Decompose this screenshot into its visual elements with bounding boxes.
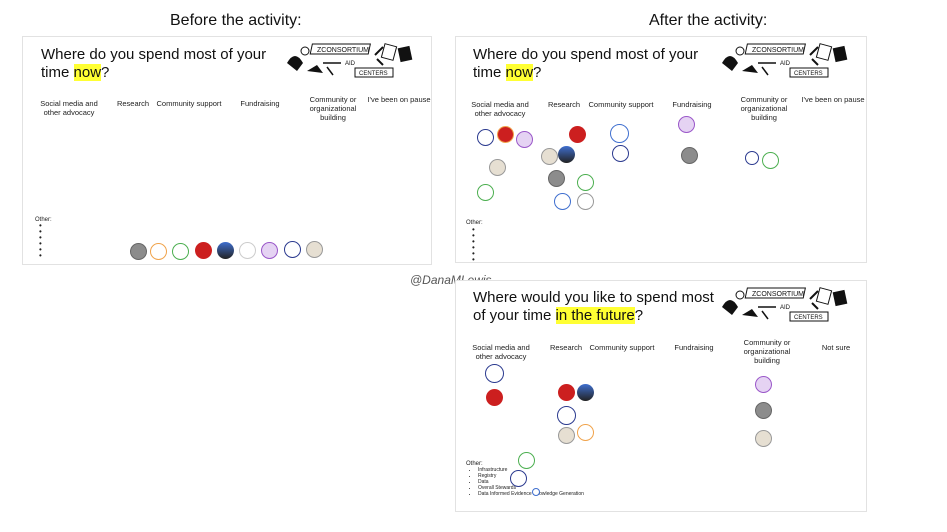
avatar-purple — [755, 376, 772, 393]
column-label: Social media and other advocacy — [472, 343, 530, 361]
list-item: Infrastructure — [478, 467, 584, 473]
avatar-landscape — [217, 242, 234, 259]
svg-text:CENTERS: CENTERS — [794, 315, 823, 321]
avatar-purple — [678, 116, 695, 133]
highlight-now: now — [73, 64, 102, 81]
column-label: Fundraising — [674, 343, 714, 352]
other-bullet-list: •••••• — [39, 221, 42, 260]
svg-text:CENTERS: CENTERS — [359, 71, 388, 77]
avatar-sketch — [477, 184, 494, 201]
avatar-doodle — [556, 360, 573, 377]
list-item: Data Informed Evidence Knowledge Generat… — [478, 491, 584, 497]
avatar-blue-ring — [554, 193, 571, 210]
column-label: Research — [547, 100, 581, 109]
other-label: Other: — [466, 220, 483, 226]
column-label: Social media and other advocacy — [471, 100, 529, 118]
avatar-dog — [558, 427, 575, 444]
avatar-sketch — [577, 174, 594, 191]
consortium-logo: ZCONSORTIUM AID CENTERS — [722, 43, 848, 78]
avatar-red — [569, 126, 586, 143]
column-label: I've been on pause — [367, 95, 431, 104]
avatar-dog — [306, 241, 323, 258]
list-item: Data — [478, 479, 584, 485]
column-label: Community support — [589, 343, 655, 352]
column-label: I've been on pause — [801, 95, 865, 104]
other-bullet-list: •••••• — [472, 225, 475, 264]
other-label: Other: — [466, 461, 483, 467]
avatar-dog — [489, 159, 506, 176]
slide-before: Where do you spend most of your time now… — [22, 36, 432, 265]
avatar-navy — [477, 129, 494, 146]
slide-question: Where do you spend most of your time now… — [473, 46, 699, 81]
avatar-red — [497, 126, 514, 143]
avatar-blue-ring — [532, 488, 540, 496]
svg-text:AID: AID — [345, 61, 356, 67]
avatar-purple — [261, 242, 278, 259]
avatar-pencil — [577, 193, 594, 210]
avatar-red — [486, 389, 503, 406]
list-item: Overall Stewards — [478, 485, 584, 491]
svg-text:AID: AID — [780, 61, 791, 67]
avatar-red — [195, 242, 212, 259]
svg-text:AID: AID — [780, 305, 791, 311]
slide-after: Where do you spend most of your time now… — [455, 36, 867, 264]
avatar-navy — [485, 364, 504, 383]
before-heading: Before the activity: — [170, 12, 302, 29]
avatar-landscape — [558, 146, 575, 163]
avatar-navy — [745, 151, 759, 165]
slide-question: Where do you spend most of your time now… — [41, 46, 267, 81]
avatar-navy — [557, 406, 576, 425]
avatar-photo — [755, 402, 772, 419]
column-label: Community support — [588, 100, 654, 109]
avatar-pencil — [150, 243, 167, 260]
avatar-landscape — [577, 384, 594, 401]
column-label: Community or organizational building — [743, 338, 791, 365]
avatar-sketch — [762, 152, 779, 169]
column-label: Community or organizational building — [309, 95, 357, 122]
slide-future: Where would you like to spend most of yo… — [455, 280, 867, 512]
avatar-pencil — [577, 424, 594, 441]
column-label: Community support — [156, 99, 222, 108]
svg-text:CENTERS: CENTERS — [794, 71, 823, 77]
list-item: Registry — [478, 473, 584, 479]
avatar-red — [558, 384, 575, 401]
column-label: Social media and other advocacy — [40, 99, 98, 117]
other-items-list: Infrastructure Registry Data Overall Ste… — [468, 467, 584, 497]
avatar-photo — [130, 243, 147, 260]
svg-text:ZCONSORTIUM: ZCONSORTIUM — [752, 291, 804, 298]
highlight-now: now — [505, 64, 534, 81]
svg-text:ZCONSORTIUM: ZCONSORTIUM — [317, 47, 369, 54]
avatar-photo — [681, 147, 698, 164]
column-label: Fundraising — [240, 99, 280, 108]
avatar-photo — [548, 170, 565, 187]
avatar-navy — [612, 145, 629, 162]
column-label: Research — [549, 343, 583, 352]
avatar-blue-ring — [610, 124, 629, 143]
slide-question: Where would you like to spend most of yo… — [473, 289, 714, 324]
other-label: Other: — [35, 217, 52, 223]
avatar-navy — [284, 241, 301, 258]
avatar-dog — [541, 148, 558, 165]
avatar-doodle — [551, 122, 568, 139]
avatar-doodle — [611, 492, 628, 509]
column-label: Community or organizational building — [740, 95, 788, 122]
consortium-logo: ZCONSORTIUM AID CENTERS — [287, 43, 413, 78]
column-label: Research — [116, 99, 150, 108]
avatar-sketch — [518, 452, 535, 469]
avatar-doodle — [468, 148, 485, 165]
avatar-sketch — [172, 243, 189, 260]
consortium-logo: ZCONSORTIUM AID CENTERS — [722, 287, 848, 322]
highlight-future: in the future — [555, 307, 635, 324]
avatar-navy — [510, 470, 527, 487]
avatar-dog — [755, 430, 772, 447]
column-label: Fundraising — [672, 100, 712, 109]
svg-text:ZCONSORTIUM: ZCONSORTIUM — [752, 47, 804, 54]
column-label: Not sure — [821, 343, 851, 352]
avatar-purple — [516, 131, 533, 148]
after-heading: After the activity: — [649, 12, 768, 29]
avatar-doodle — [755, 457, 772, 474]
avatar-doodle — [239, 242, 256, 259]
